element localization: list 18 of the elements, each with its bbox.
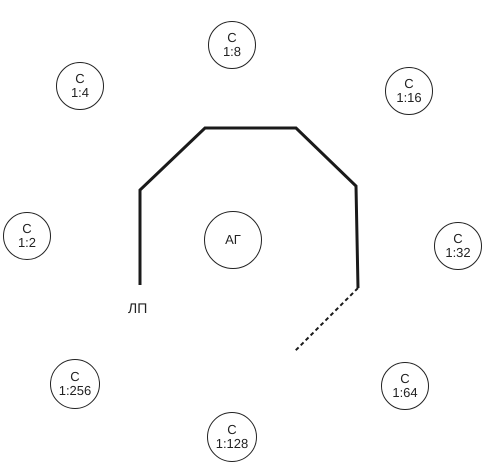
well-label: 1:64 xyxy=(392,386,418,400)
well-label: С xyxy=(453,232,463,246)
well-label: 1:16 xyxy=(396,91,422,105)
well-label: 1:2 xyxy=(18,236,36,250)
well-label: 1:32 xyxy=(445,246,471,260)
well-label: С xyxy=(70,370,80,384)
well-label: С xyxy=(227,423,237,437)
line-label: ЛП xyxy=(128,299,148,318)
well-label: С xyxy=(22,222,32,236)
well-label: С xyxy=(404,77,414,91)
well-label: 1:256 xyxy=(58,384,92,398)
well-label: 1:128 xyxy=(216,437,248,451)
well-label: АГ xyxy=(225,233,241,247)
well-label: 1:8 xyxy=(222,45,242,59)
well-label: С xyxy=(227,31,237,45)
well-label: 1:4 xyxy=(70,86,90,100)
well-label: С xyxy=(75,72,85,86)
well-label: С xyxy=(400,372,410,386)
